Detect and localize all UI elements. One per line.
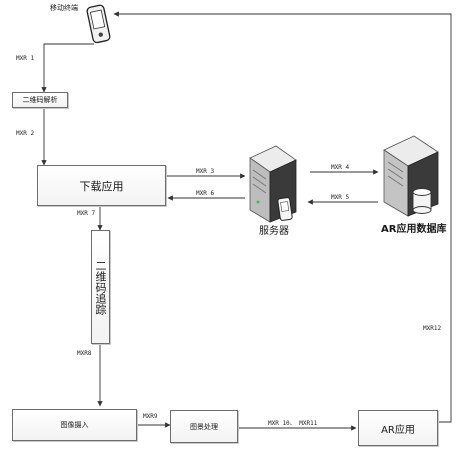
mobile-phone-icon bbox=[86, 4, 111, 44]
link-mxr1 bbox=[41, 43, 94, 93]
qr-parse-box: 二维码解析 bbox=[12, 92, 68, 108]
mxr7-label: MXR 7 bbox=[77, 210, 96, 217]
image-processing-box: 图景处理 bbox=[170, 410, 238, 443]
qr-tracking-box: 二维码追踪 bbox=[91, 230, 110, 344]
ar-app-box: AR应用 bbox=[358, 410, 438, 446]
link-mxr12 bbox=[113, 11, 452, 423]
mxr1-label: MXR 1 bbox=[16, 55, 35, 62]
mxr4-label: MXR 4 bbox=[331, 164, 350, 171]
mxr8-label: MXR8 bbox=[77, 350, 92, 357]
mxr6-label: MXR 6 bbox=[196, 190, 215, 197]
mxr10-11-label: MXR 10、 MXR11 bbox=[268, 420, 318, 427]
mxr5-label: MXR 5 bbox=[331, 194, 350, 201]
mxr3-label: MXR 3 bbox=[196, 168, 215, 175]
mxr12-label: MXR12 bbox=[423, 325, 442, 332]
download-app-box: 下载应用 bbox=[37, 165, 166, 206]
server-label: 服务器 bbox=[259, 226, 289, 237]
server-icon bbox=[249, 145, 297, 223]
database-server-icon bbox=[383, 135, 439, 217]
ar-database-label: AR应用数据库 bbox=[381, 224, 447, 235]
mxr2-label: MXR 2 bbox=[16, 130, 35, 137]
mxr9-label: MXR9 bbox=[143, 413, 158, 420]
mobile-terminal-label: 移动终端 bbox=[50, 4, 78, 12]
image-capture-box: 图像摄入 bbox=[12, 409, 137, 441]
